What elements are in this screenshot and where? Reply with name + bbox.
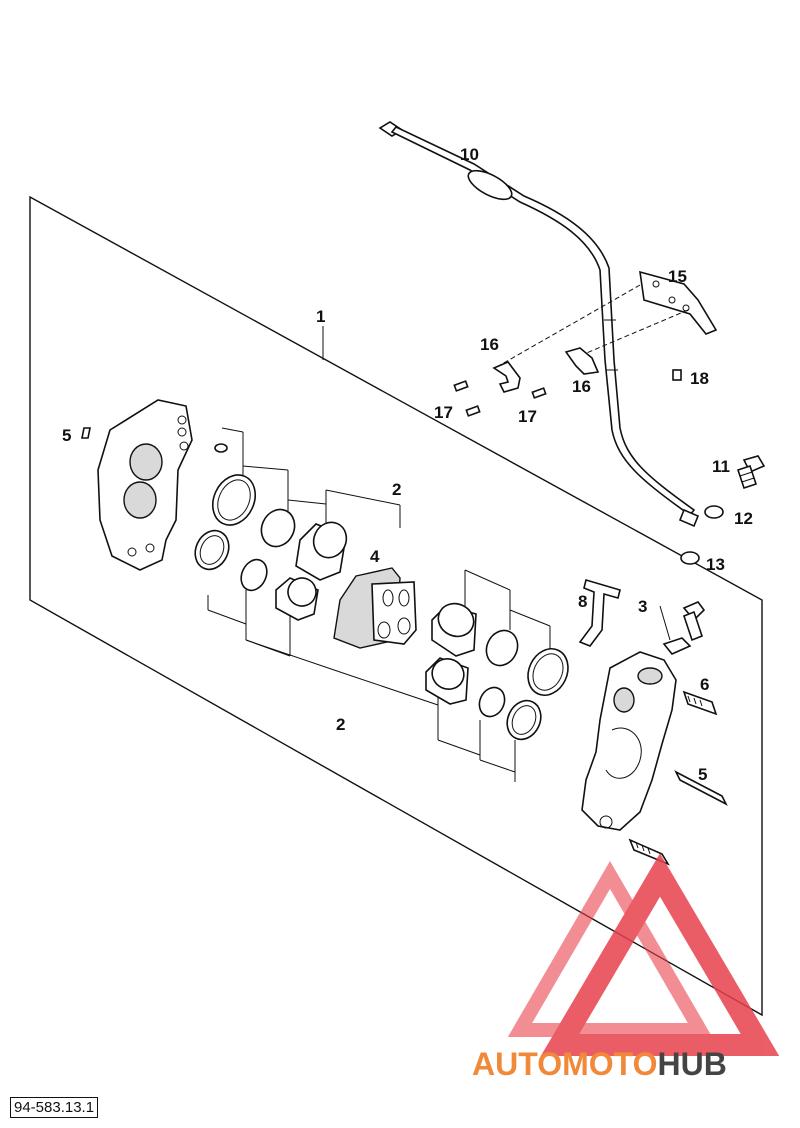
- callout-3: 3: [638, 597, 647, 616]
- callout-5-right: 5: [698, 765, 707, 784]
- seal-ring: [478, 686, 506, 718]
- callout-16-left: 16: [480, 335, 499, 354]
- callout-17-right: 17: [518, 407, 537, 426]
- seal-ring: [212, 474, 256, 526]
- piston: [425, 657, 469, 705]
- assembly-frame: [29, 195, 763, 1017]
- assembly-guides: [207, 427, 551, 782]
- reference-code: 94-583.13.1: [10, 1097, 99, 1118]
- washer-12: [704, 505, 724, 519]
- callout-5-left: 5: [62, 426, 71, 445]
- callout-11: 11: [712, 457, 730, 476]
- watermark-text: AUTOMOTOHUB: [472, 1046, 727, 1082]
- screw-icon: [453, 380, 547, 417]
- bracket-screw-icon: [672, 369, 682, 381]
- piston: [295, 521, 348, 581]
- piston: [431, 602, 477, 657]
- callout-6: 6: [700, 675, 709, 694]
- callout-17-left: 17: [434, 403, 453, 422]
- seal-ring: [506, 699, 542, 741]
- callout-12: 12: [734, 509, 753, 528]
- callout-1: 1: [316, 307, 325, 326]
- callout-13: 13: [706, 555, 725, 574]
- piston: [275, 577, 319, 621]
- callout-10: 10: [460, 145, 479, 164]
- seal-ring: [527, 648, 569, 696]
- seal-ring: [240, 558, 268, 592]
- callout-2-top: 2: [392, 480, 401, 499]
- brake-hose: [378, 121, 700, 528]
- seal-ring: [485, 629, 519, 667]
- callout-15: 15: [668, 267, 687, 286]
- hose-clamp-left: [492, 361, 521, 393]
- callout-8: 8: [578, 592, 587, 611]
- caliper-half-inner: [581, 651, 677, 831]
- caliper-bolt: [682, 690, 718, 716]
- caliper-half-outer: [81, 399, 193, 571]
- callout-4: 4: [370, 547, 380, 566]
- pad-pin: [674, 770, 728, 806]
- brake-pads: [333, 567, 417, 649]
- callout-2-bottom: 2: [336, 715, 345, 734]
- pad-spring: [578, 578, 621, 647]
- seal-ring: [194, 529, 230, 571]
- callout-16-right: 16: [572, 377, 591, 396]
- hose-clamp-right: [564, 347, 600, 375]
- seal-ring: [260, 508, 296, 548]
- banjo-bolt: [736, 455, 766, 490]
- bleed-valve: [659, 601, 706, 655]
- watermark-logo: [507, 853, 780, 1056]
- washer-13: [680, 551, 700, 565]
- callout-18: 18: [690, 369, 709, 388]
